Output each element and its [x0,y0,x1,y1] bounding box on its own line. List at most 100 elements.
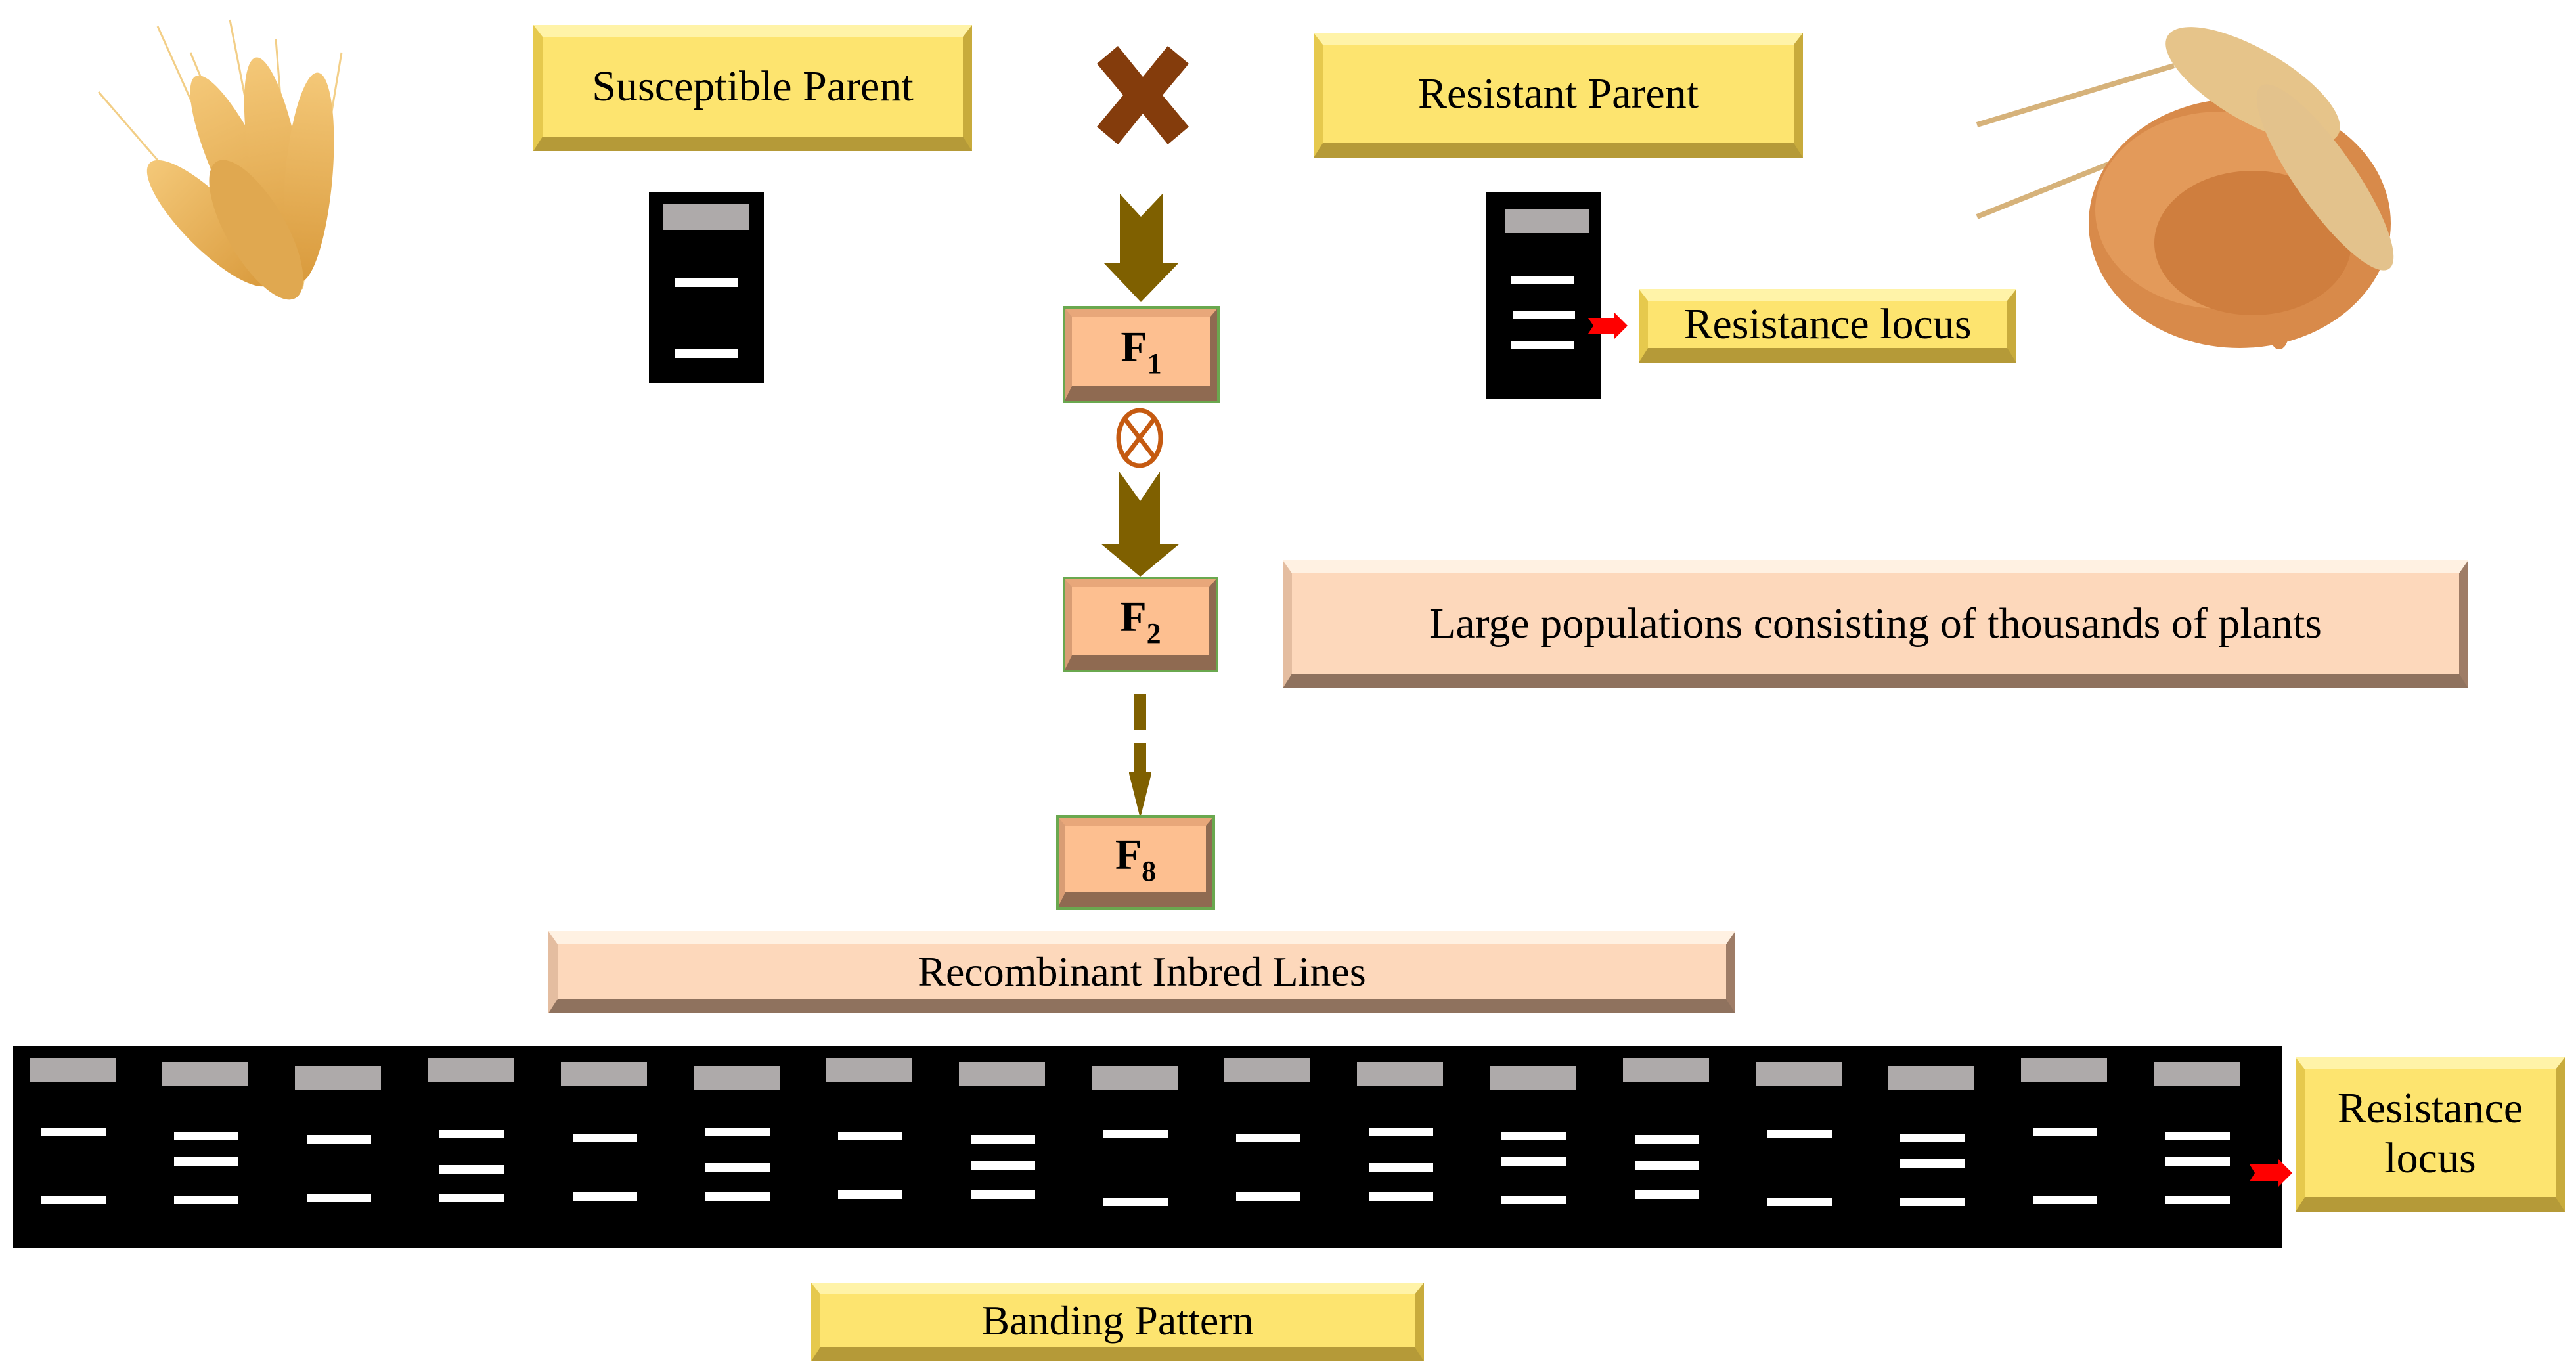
gel-lane [1092,1046,1178,1248]
down-arrow-icon [1101,472,1180,577]
generation-f2-box: F2 [1063,577,1218,672]
resistance-locus-line2: locus [2384,1134,2476,1182]
gel-band [675,349,738,358]
gel-lane [560,1046,647,1248]
generation-f1-label: F1 [1121,323,1162,380]
gel-band-resistance [1513,311,1575,319]
gel-lane [428,1046,514,1248]
gel-band [439,1130,504,1138]
gel-band [1369,1128,1434,1136]
susceptible-parent-text: Susceptible Parent [592,62,914,110]
gel-band-resistance [439,1165,504,1174]
gel-lane [826,1046,912,1248]
gel-band-resistance [1501,1157,1566,1166]
gel-band [439,1194,504,1202]
wheat-ears-icon [97,19,343,300]
gel-band [1236,1134,1301,1142]
gel-band [1501,1196,1566,1204]
ril-banding-gel [13,1046,2282,1248]
resistant-parent-text: Resistant Parent [1417,70,1699,118]
large-populations-text: Large populations consisting of thousand… [1429,599,2322,648]
gel-band [41,1196,106,1204]
resistance-locus-bottom-label: Resistance locus [2296,1057,2565,1212]
gel-lane [1888,1046,1974,1248]
gel-band [1899,1198,1965,1206]
gel-band [572,1192,637,1201]
gel-band [705,1192,770,1201]
selfing-symbol-icon [1110,407,1169,470]
gel-well [1224,1058,1311,1082]
gel-well [2154,1062,2240,1086]
resistance-locus-line1: Resistance [2337,1084,2523,1132]
gel-well [162,1062,249,1086]
gel-well [295,1066,382,1090]
gel-band-resistance [2165,1157,2230,1166]
large-populations-label: Large populations consisting of thousand… [1283,560,2468,688]
resistance-locus-label: Resistance locus [1639,289,2016,363]
resistant-parent-label: Resistant Parent [1314,33,1803,158]
gel-well [958,1062,1045,1086]
gel-well [1092,1066,1178,1090]
gel-band [970,1135,1035,1144]
gel-band [2165,1196,2230,1204]
gel-well [1357,1062,1444,1086]
gel-lane [1224,1046,1311,1248]
gel-band-resistance [970,1161,1035,1170]
gel-band [1511,276,1574,284]
down-arrow-icon [1103,194,1179,302]
gel-lane [1622,1046,1709,1248]
gel-well [1490,1066,1576,1090]
gel-band [705,1128,770,1136]
gel-band [2032,1196,2097,1204]
gel-lane [2020,1046,2107,1248]
locus-pointer-arrow-icon [2250,1159,2292,1187]
gel-well [2020,1058,2107,1082]
generation-f1-box: F1 [1063,306,1220,403]
gel-band [1634,1190,1699,1199]
gel-lane [1490,1046,1576,1248]
gel-band [1634,1135,1699,1144]
gel-well [1888,1066,1974,1090]
gel-band-resistance [1369,1163,1434,1172]
gel-lane [693,1046,780,1248]
gel-band [1369,1192,1434,1201]
gel-band [1899,1134,1965,1142]
gel-band [41,1128,106,1136]
gel-band [1236,1192,1301,1201]
gel-band [1103,1198,1168,1206]
gel-lane [162,1046,249,1248]
gel-band [675,278,738,287]
gel-band [1103,1130,1168,1138]
gel-lane [295,1046,382,1248]
gel-band-resistance [174,1157,239,1166]
gel-band [1501,1132,1566,1140]
gel-well [1622,1058,1709,1082]
generation-f8-label: F8 [1115,831,1157,887]
recombinant-inbred-lines-label: Recombinant Inbred Lines [548,931,1735,1013]
gel-band [1511,341,1574,349]
gel-lane [30,1046,116,1248]
gel-band [1767,1130,1832,1138]
gel-band [2165,1132,2230,1140]
gel-band [174,1196,239,1204]
susceptible-parent-label: Susceptible Parent [533,25,972,151]
gel-band [307,1194,372,1202]
gel-well [826,1058,912,1082]
gel-band [970,1190,1035,1199]
gel-lane [2154,1046,2240,1248]
gel-band [307,1135,372,1144]
gel-band [837,1190,902,1199]
gel-band-resistance [1634,1161,1699,1170]
gel-well [693,1066,780,1090]
banding-pattern-text: Banding Pattern [981,1297,1254,1344]
wheat-grains-image [1957,13,2496,368]
resistance-locus-text: Resistance locus [1683,300,1972,348]
gel-band [1767,1198,1832,1206]
gel-well [663,204,749,230]
gel-band [837,1132,902,1140]
gel-well [30,1058,116,1082]
cross-icon [1097,46,1189,144]
wheat-ears-image [59,13,453,322]
dashed-down-arrow-icon [1121,694,1160,818]
